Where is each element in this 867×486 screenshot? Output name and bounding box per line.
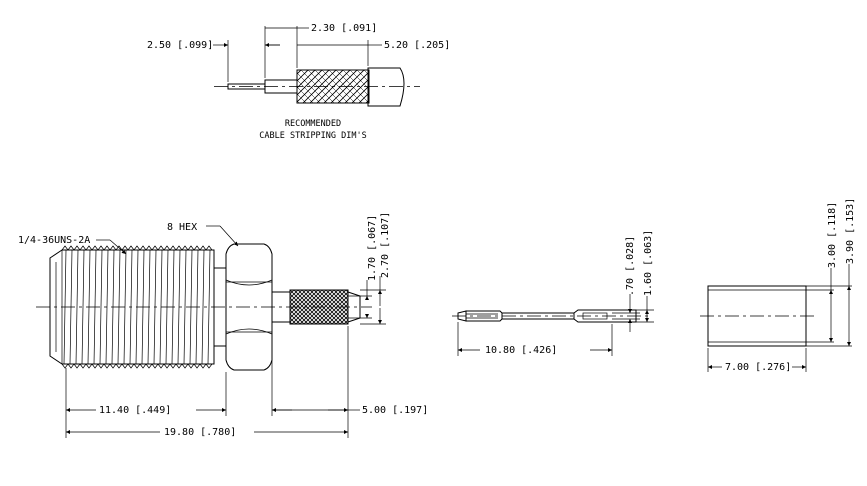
ferrule-dim-1: 3.00 [.118] — [827, 202, 838, 268]
pin-dim-2: 1.60 [.063] — [643, 230, 654, 296]
connector-dim-1: 1.70 [.067] — [367, 215, 378, 281]
connector-dim-5: 19.80 [.780] — [164, 427, 236, 438]
strip-dim-left: 2.50 [.099] — [147, 40, 213, 51]
pin-dim-3: 10.80 [.426] — [485, 345, 557, 356]
thread-label: 1/4-36UNS-2A — [18, 235, 90, 246]
cable-strip-view: 2.50 [.099] 2.30 [.091] 5.20 [.205] RECO… — [147, 23, 450, 141]
sleeve-tip — [347, 291, 361, 323]
connector-dim-3: 11.40 [.449] — [99, 405, 171, 416]
contact-pin-view: .70 [.028] 1.60 [.063] 10.80 [.426] — [452, 230, 654, 356]
strip-caption-line2: CABLE STRIPPING DIM'S — [259, 131, 366, 141]
strip-dim-right: 5.20 [.205] — [384, 40, 450, 51]
connector-view: 1/4-36UNS-2A 8 HEX 1.70 [.067] 2.70 [.10… — [18, 212, 428, 438]
pin-dim-1: .70 [.028] — [625, 236, 636, 296]
ferrule-dim-2: 3.90 [.153] — [845, 198, 856, 264]
strip-dim-mid: 2.30 [.091] — [311, 23, 377, 34]
hex-label: 8 HEX — [167, 222, 197, 233]
ferrule-dim-3: 7.00 [.276] — [725, 362, 791, 373]
ferrule-view: 3.00 [.118] 3.90 [.153] 7.00 [.276] — [700, 198, 856, 373]
connector-dim-4: 5.00 [.197] — [362, 405, 428, 416]
cable-jacket — [367, 67, 405, 107]
connector-dim-2: 2.70 [.107] — [380, 212, 391, 278]
strip-caption-line1: RECOMMENDED — [285, 119, 341, 129]
